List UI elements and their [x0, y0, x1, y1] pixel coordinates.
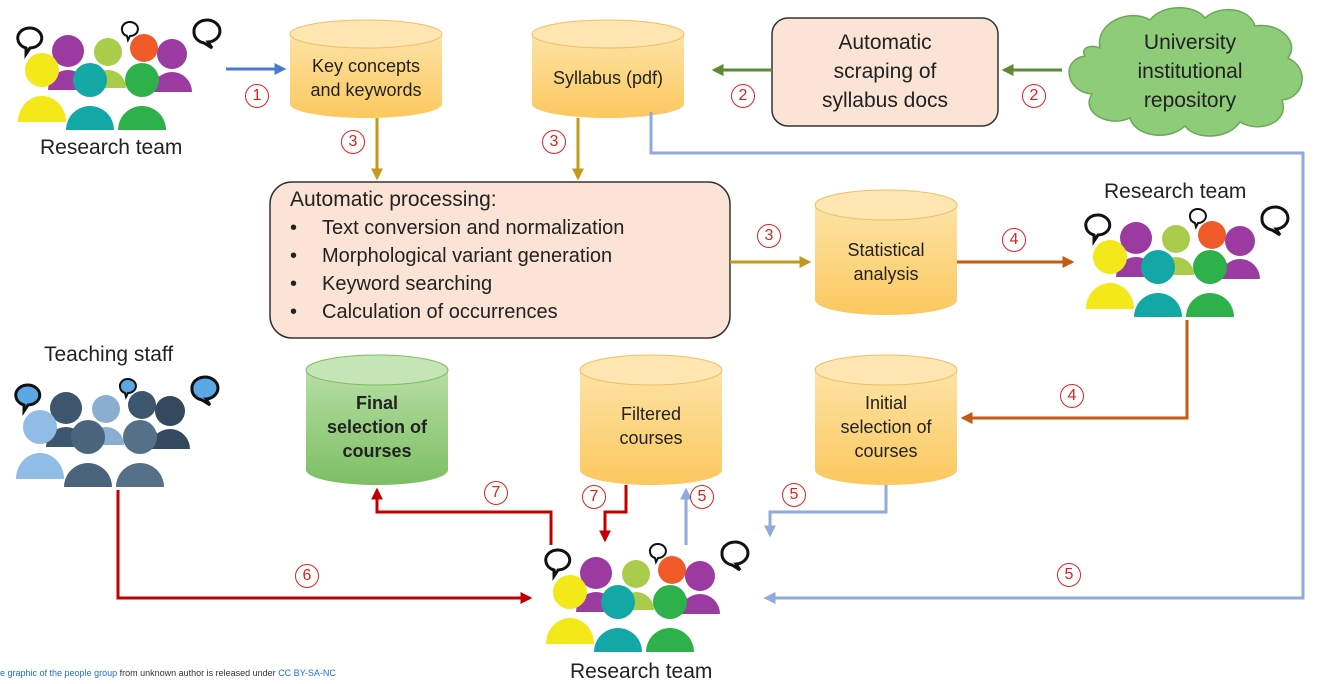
processing-item: Text conversion and normalization [284, 214, 624, 242]
scraping-box [771, 17, 999, 127]
arrow-team-to-initial-selection [960, 320, 1189, 424]
initial-line-3: courses [854, 441, 918, 461]
teaching-staff-icon [14, 375, 220, 487]
arrow-initial-to-bottom-team [764, 485, 888, 538]
final-line-2: selection of [326, 417, 428, 437]
statistical-analysis-cylinder [814, 189, 958, 315]
license-link[interactable]: CC BY-SA-NC [278, 668, 336, 678]
scraping-line-1: Automatic [838, 31, 932, 54]
scraping-label: Automatic scraping of syllabus docs [772, 28, 998, 115]
initial-selection-cylinder [814, 354, 958, 485]
research-team-bottom-label: Research team [570, 660, 713, 683]
step-badge: 3 [542, 130, 566, 154]
attribution-footer: e graphic of the people group from unkno… [0, 668, 336, 678]
repository-label: University institutional repository [1095, 28, 1285, 115]
step-badge: 5 [782, 483, 806, 507]
people-group-icon [16, 18, 222, 130]
statistical-line-2: analysis [853, 264, 919, 284]
initial-line-1: Initial [864, 393, 908, 413]
step-badge: 3 [341, 130, 365, 154]
teaching-staff-label: Teaching staff [44, 343, 174, 366]
filtered-courses-label: Filtered courses [580, 398, 722, 454]
syllabus-cylinder [531, 19, 685, 118]
statistical-line-1: Statistical [847, 240, 925, 260]
research-team-top-label: Research team [40, 136, 183, 159]
final-line-3: courses [342, 441, 412, 461]
scraping-line-3: syllabus docs [821, 89, 949, 112]
attribution-link[interactable]: e graphic of the people group [0, 668, 118, 678]
statistical-analysis-label: Statistical analysis [815, 232, 957, 292]
step-badge: 2 [731, 84, 755, 108]
initial-selection-label: Initial selection of courses [815, 387, 957, 467]
arrow-teaching-staff-to-team [116, 490, 533, 604]
initial-line-2: selection of [840, 417, 932, 437]
repository-line-2: institutional [1137, 60, 1243, 83]
step-badge: 1 [245, 84, 269, 108]
final-selection-label: Final selection of courses [306, 387, 448, 467]
people-group-icon [1084, 205, 1290, 317]
processing-item: Calculation of occurrences [284, 298, 624, 326]
people-group-icon [544, 540, 750, 652]
repository-line-3: repository [1143, 89, 1237, 112]
key-concepts-line-1: Key concepts [311, 56, 421, 76]
attribution-text: from unknown author is released under [117, 668, 279, 678]
arrow-syllabus-to-bottom-team [649, 112, 1305, 604]
syllabus-label: Syllabus (pdf) [532, 50, 684, 106]
step-badge: 4 [1002, 228, 1026, 252]
key-concepts-line-2: and keywords [310, 80, 422, 100]
final-line-1: Final [355, 393, 398, 413]
filtered-line-2: courses [619, 428, 683, 448]
step-badge: 6 [295, 564, 319, 588]
step-badge: 2 [1022, 84, 1046, 108]
research-team-right-label: Research team [1104, 180, 1247, 203]
processing-list: Text conversion and normalization Morpho… [284, 214, 624, 326]
processing-title: Automatic processing: [290, 188, 497, 211]
step-badge: 4 [1060, 384, 1084, 408]
filtered-courses-cylinder [579, 354, 723, 485]
syllabus-line-1: Syllabus (pdf) [552, 68, 664, 88]
step-badge: 5 [690, 485, 714, 509]
step-badge: 7 [484, 481, 508, 505]
final-selection-cylinder [305, 354, 449, 485]
repository-line-1: University [1143, 31, 1237, 54]
key-concepts-label: Key concepts and keywords [290, 50, 442, 106]
processing-item: Morphological variant generation [284, 242, 624, 270]
key-concepts-cylinder [289, 19, 443, 118]
step-badge: 3 [757, 224, 781, 248]
step-badge: 7 [582, 485, 606, 509]
scraping-line-2: scraping of [833, 60, 937, 83]
repository-cloud [1068, 7, 1303, 137]
filtered-line-1: Filtered [620, 404, 682, 424]
processing-item: Keyword searching [284, 270, 624, 298]
step-badge: 5 [1057, 563, 1081, 587]
arrow-filtered-to-bottom-team [599, 485, 628, 543]
arrow-bottom-team-to-final [371, 487, 553, 545]
